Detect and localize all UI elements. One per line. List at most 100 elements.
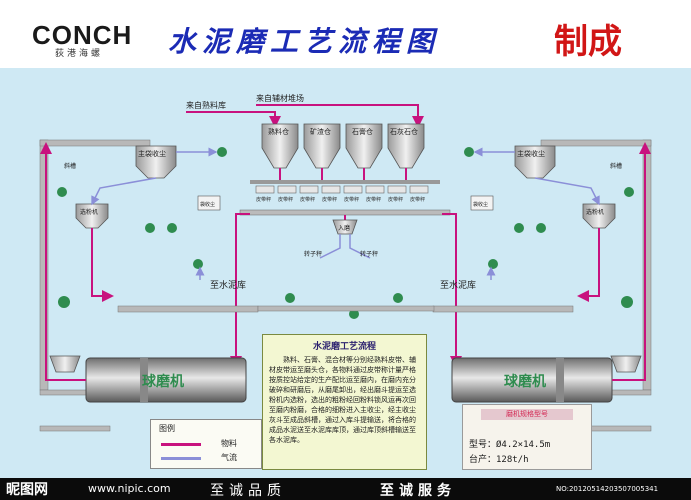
- belt-scale: [255, 185, 275, 194]
- watermark-footer: 昵图网 www.nipic.com 至诚品质 至诚服务 NO:201205142…: [0, 478, 691, 500]
- right-motor-icon: [624, 187, 634, 197]
- feed-hopper-label: 入磨: [338, 224, 350, 232]
- left-mill-system: 主袋收尘 斜槽 选粉机 袋收尘 至水泥库 球磨机: [39, 139, 259, 432]
- footer-slogan: 至诚品质: [210, 483, 286, 499]
- logo-subtitle: 荻港海螺: [55, 49, 104, 59]
- belt-scale-label: 皮带秤: [344, 196, 359, 203]
- legend-air-label: 气流: [221, 453, 237, 462]
- right-main-collector: [514, 145, 556, 179]
- main-belt-conveyor: [239, 209, 451, 216]
- left-mid-chute: [117, 305, 259, 313]
- belt-scale-label: 皮带秤: [410, 196, 425, 203]
- aux-source-label: 来自辅材堆场: [256, 93, 304, 103]
- footer-slogan-2: 至诚服务: [380, 483, 456, 499]
- center-motor-icon: [285, 293, 295, 303]
- right-mill-label: 球磨机: [504, 373, 546, 390]
- right-motor-icon: [488, 259, 498, 269]
- silo-slag: [303, 123, 341, 169]
- belt-scale-label: 皮带秤: [300, 196, 315, 203]
- conch-logo: CONCH: [32, 20, 133, 50]
- feed-line-left-mill: [230, 213, 250, 368]
- right-mill-band: [556, 358, 564, 402]
- scale-left-label: 转子秤: [304, 250, 322, 258]
- left-chute-label: 斜槽: [64, 162, 76, 170]
- left-fan-icon: [217, 147, 227, 157]
- stamp-title: 制成: [554, 22, 622, 62]
- left-bottom-chute: [39, 425, 111, 432]
- footer-url: www.nipic.com: [88, 482, 171, 495]
- spec-model: 型号：Ø4.2×14.5m: [469, 440, 551, 450]
- right-mill-system: 主袋收尘 斜槽 选粉机 袋收尘 至水泥库 球磨机: [432, 139, 652, 432]
- belt-scale: [365, 185, 385, 194]
- legend-material-label: 物料: [221, 439, 237, 448]
- left-collector-label: 主袋收尘: [138, 149, 166, 158]
- right-motor-icon: [621, 296, 633, 308]
- clinker-feed-line: [186, 111, 281, 128]
- silo-label-limestone: 石灰石仓: [390, 127, 418, 136]
- left-separator-label: 选粉机: [80, 208, 98, 216]
- footer-site-name: 昵图网: [6, 482, 48, 498]
- spec-output: 台产：128t/h: [469, 455, 529, 465]
- left-small-collector: [197, 195, 221, 211]
- left-top-header: [39, 139, 151, 147]
- legend: 图例 物料 气流: [150, 419, 262, 469]
- belt-scale: [321, 185, 341, 194]
- scale-right-label: 转子秤: [360, 250, 378, 258]
- right-storage-label: 至水泥库: [440, 279, 476, 291]
- feed-line-right-mill: [442, 213, 462, 368]
- left-return-loop: [91, 228, 114, 302]
- scale-right-line: [349, 234, 371, 259]
- belt-scale-label: 皮带秤: [388, 196, 403, 203]
- description-panel: 水泥磨工艺流程 熟料、石膏、混合材等分别经熟料皮带、辅材皮带运至磨头仓，各物料通…: [262, 334, 427, 470]
- scale-left-line: [319, 234, 341, 259]
- right-fan-icon: [464, 147, 474, 157]
- aux-feed-line: [256, 104, 424, 128]
- left-motor-icon: [167, 223, 177, 233]
- silo-clinker: [261, 123, 299, 169]
- right-motor-icon: [536, 223, 546, 233]
- left-motor-icon: [58, 296, 70, 308]
- belt-scale-label: 皮带秤: [366, 196, 381, 203]
- right-chute-label: 斜槽: [610, 162, 622, 170]
- silo-label-gypsum: 石膏仓: [352, 127, 373, 136]
- center-motor-icon: [349, 309, 359, 319]
- right-small-collector-label: 袋收尘: [473, 201, 488, 208]
- belt-scale-row: 皮带秤 皮带秤 皮带秤 皮带秤 皮带秤 皮带秤 皮带秤 皮带秤: [255, 185, 429, 203]
- silo-limestone: [387, 123, 425, 169]
- spec-header: 磨机规格型号: [481, 409, 573, 420]
- silo-label-clinker: 熟料仓: [268, 127, 289, 136]
- right-separator: [582, 203, 616, 229]
- feed-hopper: [332, 219, 358, 235]
- left-small-collector-label: 袋收尘: [200, 201, 215, 208]
- right-top-header: [540, 139, 652, 147]
- left-mill-feed-hopper: [49, 355, 81, 373]
- center-motor-icon: [393, 293, 403, 303]
- left-motor-icon: [57, 187, 67, 197]
- flow-diagram-canvas: 来自熟料库 来自辅材堆场 熟料仓 矿渣仓 石膏仓 石灰石仓: [39, 93, 652, 432]
- left-mill-band: [140, 358, 148, 402]
- clinker-source-label: 来自熟料库: [186, 100, 226, 110]
- silo-collector-bar: [250, 180, 440, 184]
- belt-scale: [387, 185, 407, 194]
- page-title: 水泥磨工艺流程图: [168, 25, 441, 58]
- legend-title: 图例: [159, 424, 175, 433]
- right-motor-icon: [514, 223, 524, 233]
- silo-group: 熟料仓 矿渣仓 石膏仓 石灰石仓: [261, 123, 425, 169]
- right-return-loop: [577, 228, 600, 302]
- silo-outlet-lines: [279, 168, 407, 180]
- footer-image-id: NO:20120514203507005341: [556, 485, 659, 493]
- description-title: 水泥磨工艺流程: [312, 342, 376, 352]
- belt-scale: [277, 185, 297, 194]
- right-mill-feed-hopper: [610, 355, 642, 373]
- silo-gypsum: [345, 123, 383, 169]
- right-separator-label: 选粉机: [586, 208, 604, 216]
- legend-air-swatch: [161, 457, 201, 460]
- left-motor-icon: [193, 259, 203, 269]
- right-small-collector: [470, 195, 494, 211]
- left-mill-label: 球磨机: [142, 373, 184, 390]
- right-mid-chute: [432, 305, 574, 313]
- right-air-loop: [534, 177, 600, 206]
- title-banner: CONCH 荻港海螺 水泥磨工艺流程图 制成: [0, 0, 691, 68]
- center-lower-chute: [257, 305, 435, 312]
